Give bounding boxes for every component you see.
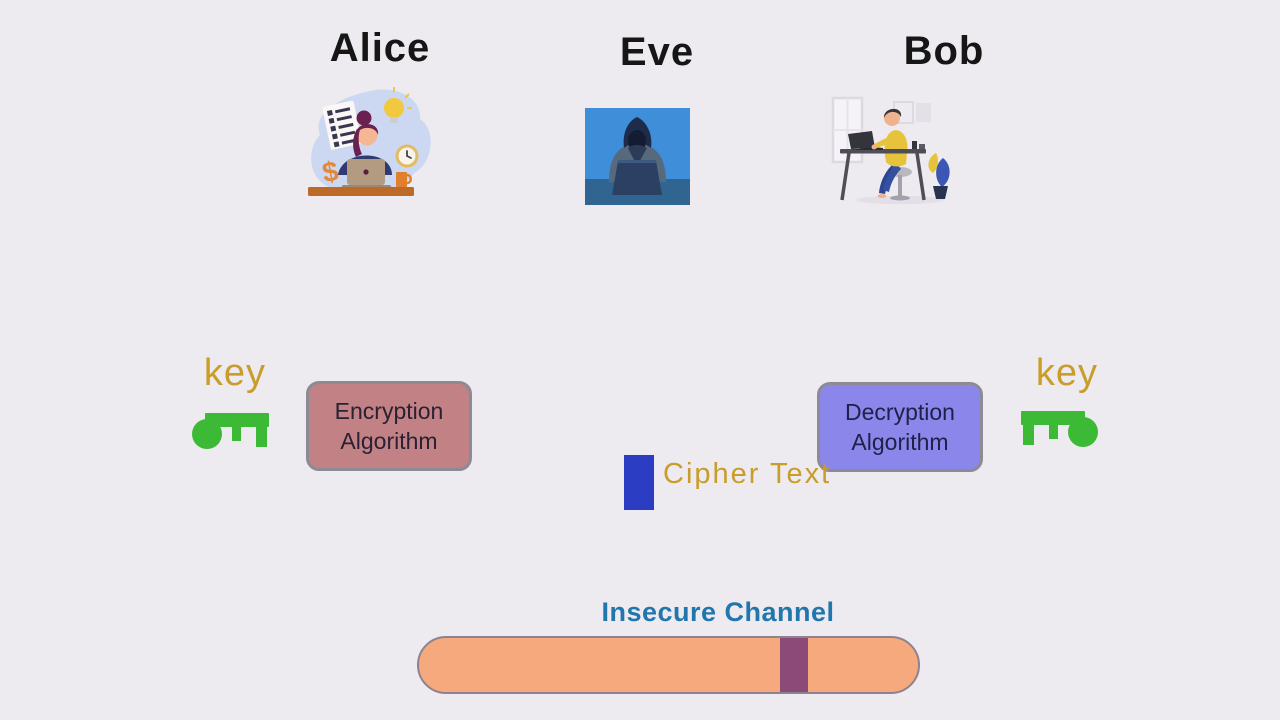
cipher-text-block (624, 455, 654, 510)
actor-label-bob: Bob (903, 29, 985, 73)
receiver-key-label: key (1035, 352, 1099, 394)
decryption-box-line2: Algorithm (851, 429, 949, 455)
encryption-algorithm-box: Encryption Algorithm (306, 381, 472, 471)
woman-at-laptop-icon: $ (308, 87, 431, 196)
sender-key-icon (191, 410, 271, 450)
actor-label-eve: Eve (619, 30, 695, 74)
encryption-box-line1: Encryption (334, 398, 444, 424)
encryption-box-line2: Algorithm (340, 428, 438, 454)
insecure-channel-label: Insecure Channel (601, 597, 835, 627)
receiver-key-icon (1019, 408, 1099, 448)
insecure-channel-pipe (417, 636, 920, 694)
key-icon (192, 413, 269, 449)
alice-illustration: $ (300, 85, 450, 215)
man-at-desk-icon (831, 96, 950, 204)
key-icon (1021, 411, 1098, 447)
bob-illustration (830, 90, 960, 210)
cipher-text-label: Cipher Text (663, 458, 832, 490)
channel-packet-block (780, 638, 808, 692)
svg-text:$: $ (320, 155, 341, 188)
eve-illustration (585, 108, 690, 205)
sender-key-label: key (203, 352, 267, 394)
decryption-box-line1: Decryption (845, 399, 955, 425)
actor-label-alice: Alice (329, 26, 431, 70)
decryption-algorithm-box: Decryption Algorithm (817, 382, 983, 472)
hacker-icon (585, 108, 690, 205)
